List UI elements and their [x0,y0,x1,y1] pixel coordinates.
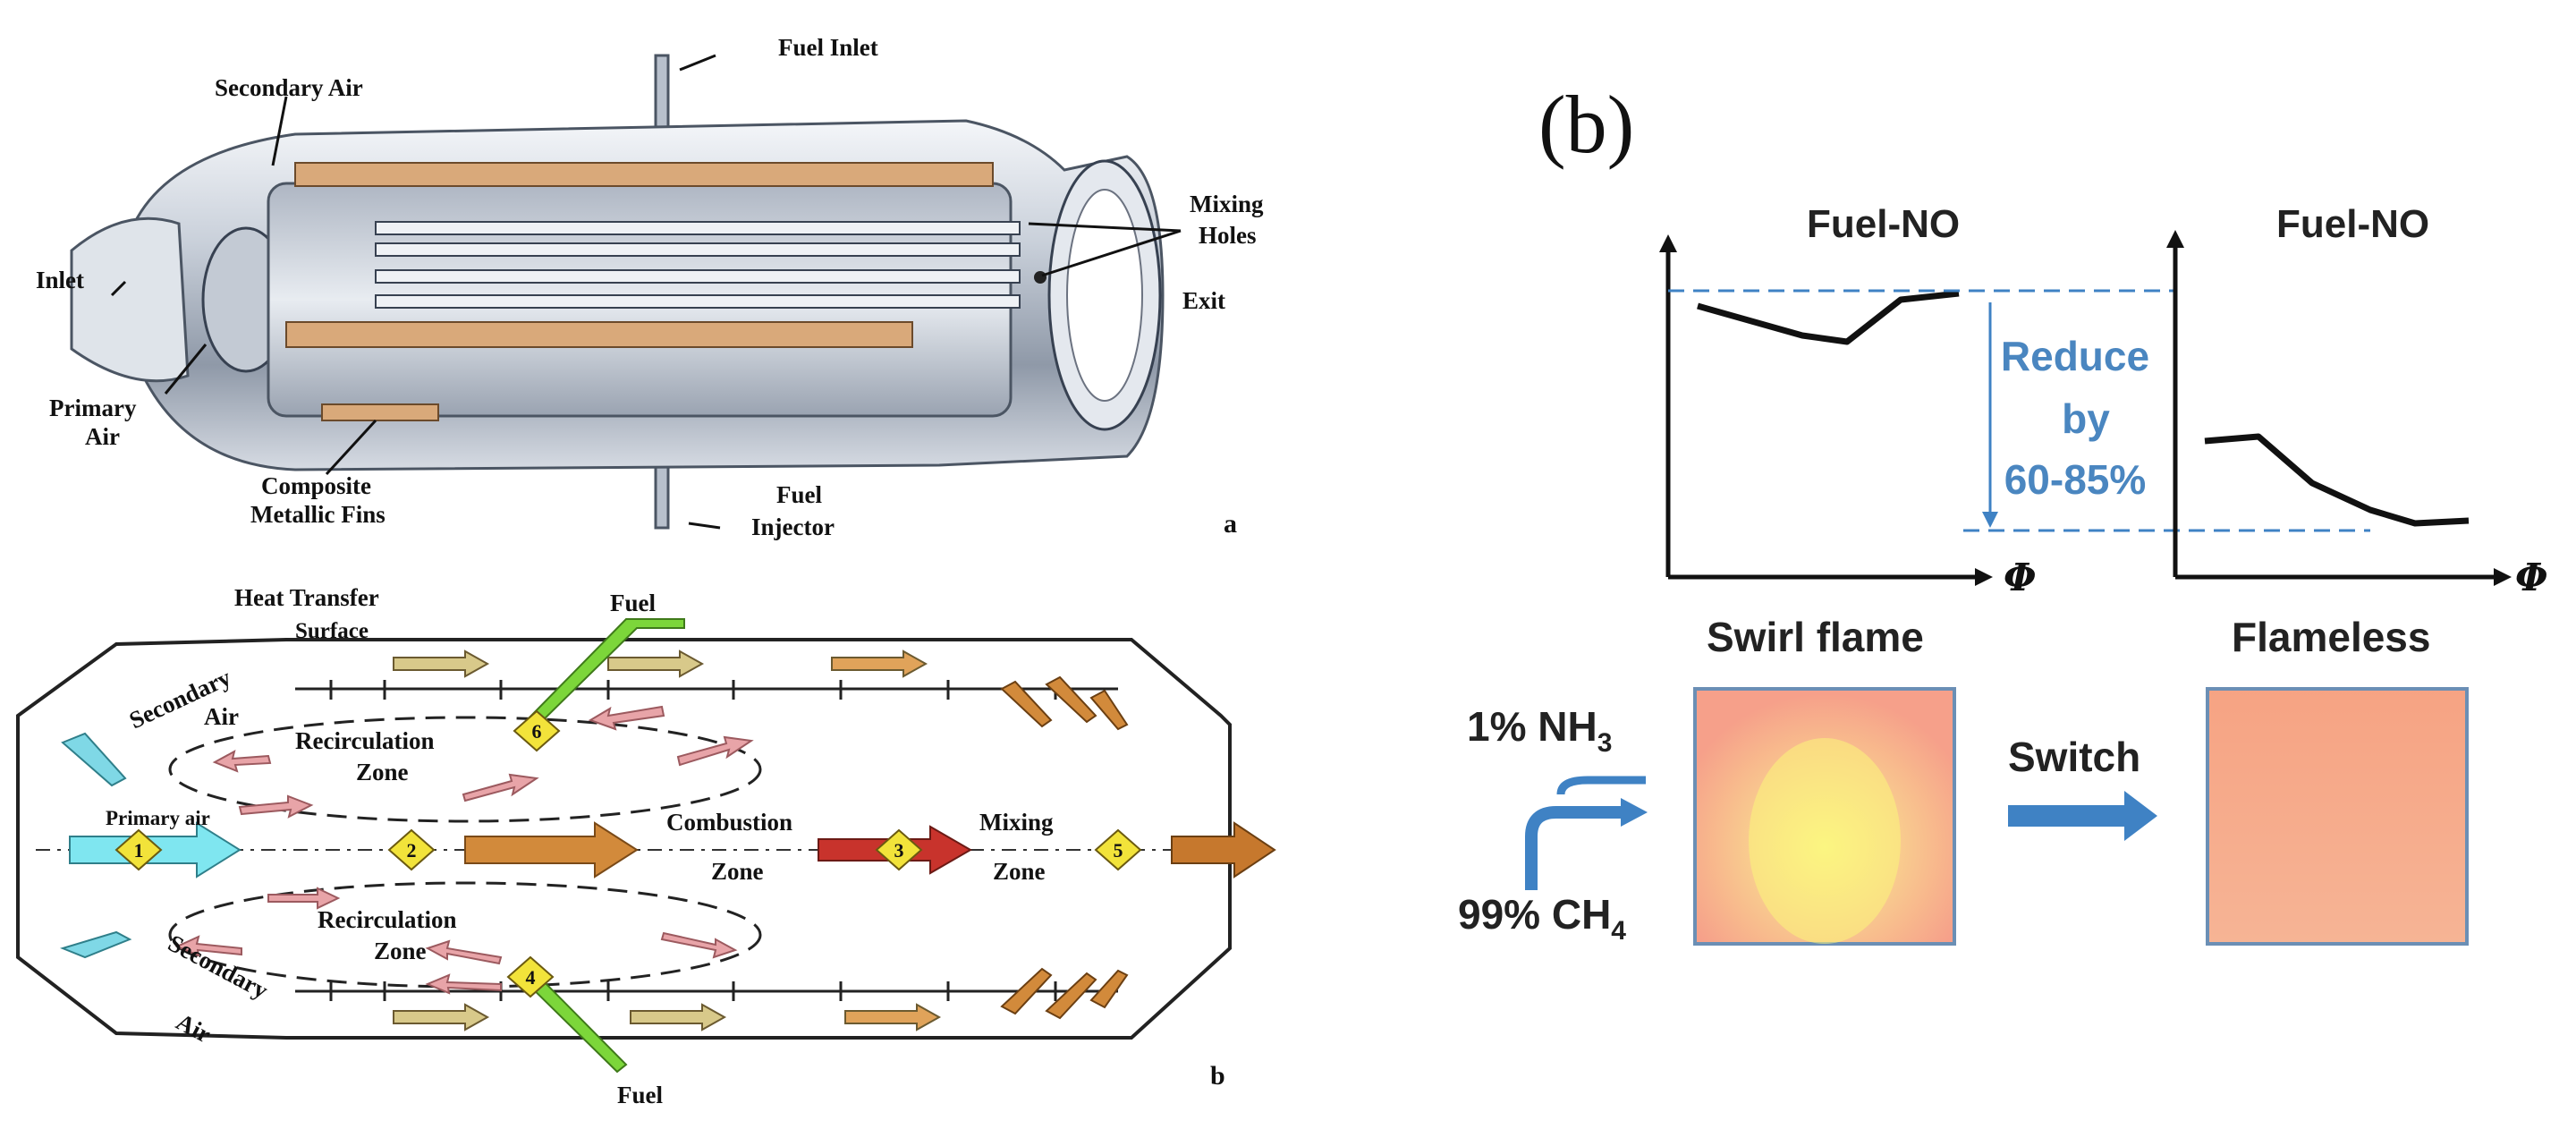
fuel-injector-pipe [654,463,670,530]
composite-fin-low [321,403,439,421]
label-zone-top: Zone [356,759,409,785]
switch-label: Switch [2008,734,2140,780]
right-chart-title: Fuel-NO [2276,202,2429,246]
label-metallic-fins: Metallic Fins [250,501,386,528]
right-x-axis-symbol: Φ [2515,556,2548,599]
flameless-image [2206,687,2469,946]
secondary-air-arrow-top [61,732,127,787]
left-y-arrow [1659,234,1677,252]
swirl-flame-core [1749,738,1901,944]
label-fuel: Fuel [776,481,822,508]
label-injector: Injector [751,514,835,540]
zone-marker-6: 6 [532,720,542,743]
zone-marker-2: 2 [407,839,417,862]
label-mixing-zone: Zone [993,858,1046,885]
label-recirculation-bottom: Recirculation [318,906,456,933]
exit-opening [1066,189,1143,402]
label-mixing-b: Mixing [979,809,1054,836]
nh3-label: 1% NH3 [1467,703,1612,758]
zone-marker-3: 3 [894,839,904,862]
liner-tubes [375,221,1021,309]
label-fuel-bottom: Fuel [617,1082,663,1108]
recirculation-loop-top [168,716,762,823]
panel-b-flow-schematic: 1 2 3 4 5 6 Heat Transfer Surface Fuel F… [16,584,1276,1108]
zone-marker-5: 5 [1114,839,1123,862]
panel-letter-a: a [1224,509,1237,539]
left-x-axis-symbol: Φ [2004,556,2037,599]
recirculation-arrows [174,705,754,995]
label-primary: Primary [49,395,137,421]
label-air-top: Air [204,703,239,730]
label-heat-transfer: Heat Transfer [234,584,379,611]
secondary-air-arrow-bottom [59,930,132,959]
panel-label-b: (b) [1538,79,1634,170]
label-air-bottom: Air [172,1008,216,1048]
inlet-flare [70,216,190,383]
reduce-text-1: Reduce [2001,333,2149,379]
label-fuel-inlet: Fuel Inlet [778,34,878,61]
left-fuel-no-curve [1697,290,1960,345]
label-air: Air [85,423,120,450]
reduce-arrow-head [1982,512,1998,528]
panel-letter-b: b [1210,1061,1225,1091]
zone-marker-4: 4 [526,966,536,989]
reduce-text-3: 60-85% [2004,456,2147,503]
label-primary-air: Primary air [106,807,210,829]
right-y-arrow [2166,230,2184,248]
ch4-inlet-arrow-shaft [1525,806,1623,890]
mixing-hole [1034,271,1046,284]
ch4-subscript: 4 [1611,916,1626,946]
ch4-inlet-arrow-head [1621,798,1648,827]
zone-marker-1: 1 [134,839,144,862]
label-inlet: Inlet [36,267,84,293]
switch-arrow [2008,791,2157,841]
left-x-arrow [1975,568,1993,586]
nh3-inlet-line [1556,776,1646,795]
swirl-flame-title: Swirl flame [1707,614,1924,660]
zone-markers [114,709,1142,998]
label-holes: Holes [1199,222,1257,249]
leader-arrows [110,54,1182,530]
composite-fin-mid [285,321,913,348]
label-surface: Surface [295,619,369,643]
label-combustion-zone: Zone [711,858,764,885]
panel-b-no-reduction: (b) Fuel-NO Φ Reduce by 60-85% Fuel-NO Φ… [1458,79,2548,946]
label-mixing: Mixing [1190,191,1264,217]
left-chart-title: Fuel-NO [1807,202,1960,246]
nh3-subscript: 3 [1597,728,1613,758]
label-secondary-bottom: Secondary [164,930,273,1005]
ch4-label: 99% CH4 [1458,891,1626,946]
mixing-jet-arrows [1000,675,1129,1020]
flow-arrow-exit [1171,821,1276,879]
right-fuel-no-curve [2204,433,2470,527]
composite-fin-top [294,162,994,187]
flameless-title: Flameless [2232,614,2430,660]
panel-a-combustor-cutaway: Fuel Inlet Secondary Air Mixing Holes In… [36,34,1264,540]
label-fuel-top: Fuel [610,590,656,616]
label-composite: Composite [261,472,371,499]
flow-arrow-orange [464,821,639,879]
label-recirculation-top: Recirculation [295,727,434,754]
label-secondary-air: Secondary Air [215,74,363,101]
label-combustion: Combustion [666,809,792,836]
label-exit: Exit [1182,287,1225,314]
reduce-text-2: by [2062,395,2110,442]
label-zone-bottom: Zone [374,938,427,964]
wall-flow-arrows [393,649,942,1031]
right-x-arrow [2494,568,2512,586]
